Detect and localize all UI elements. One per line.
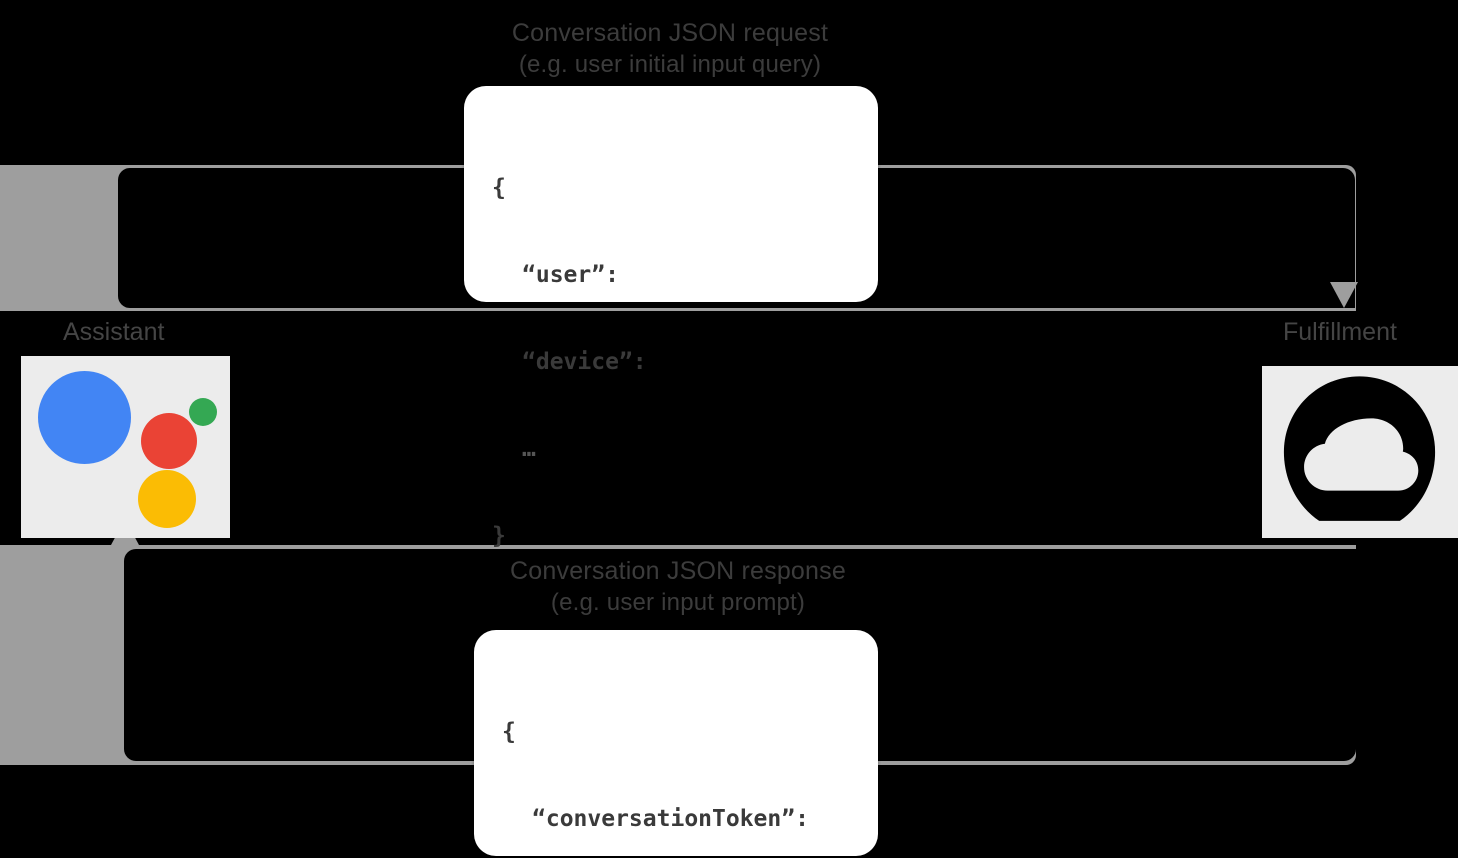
assistant-dot-yellow xyxy=(138,470,196,528)
response-flow-label: Conversation JSON response (e.g. user in… xyxy=(0,556,1356,618)
response-json-card: { “conversationToken”: “userStorage”: … … xyxy=(474,630,878,856)
response-flow-label-sub: (e.g. user input prompt) xyxy=(550,589,806,616)
response-json-line-1: { xyxy=(502,719,516,745)
fulfillment-node[interactable] xyxy=(1262,366,1458,538)
request-json-line-3: “device”: xyxy=(522,349,647,375)
assistant-dot-blue xyxy=(38,371,131,464)
assistant-dot-green xyxy=(189,398,217,426)
response-flow-label-main: Conversation JSON response xyxy=(510,557,846,585)
request-json-line-2: “user”: xyxy=(522,262,619,288)
assistant-node-label: Assistant xyxy=(63,318,165,346)
arrow-down-icon xyxy=(1330,282,1358,308)
request-json-line-4: … xyxy=(522,436,537,462)
request-json-line-5: } xyxy=(492,523,506,549)
request-json-card: { “user”: “device”: … } xyxy=(464,86,878,549)
response-json-line-2: “conversationToken”: xyxy=(532,806,809,832)
google-assistant-icon xyxy=(21,356,230,538)
request-json-line-1: { xyxy=(492,175,506,201)
request-flow-label-main: Conversation JSON request xyxy=(511,19,829,47)
assistant-node[interactable] xyxy=(21,356,230,538)
fulfillment-node-label: Fulfillment xyxy=(1283,318,1397,346)
cloud-function-icon xyxy=(1283,376,1436,521)
request-flow-label: Conversation JSON request (e.g. user ini… xyxy=(0,18,1340,80)
request-flow-label-sub: (e.g. user initial input query) xyxy=(518,51,822,78)
assistant-dot-red xyxy=(141,413,197,469)
